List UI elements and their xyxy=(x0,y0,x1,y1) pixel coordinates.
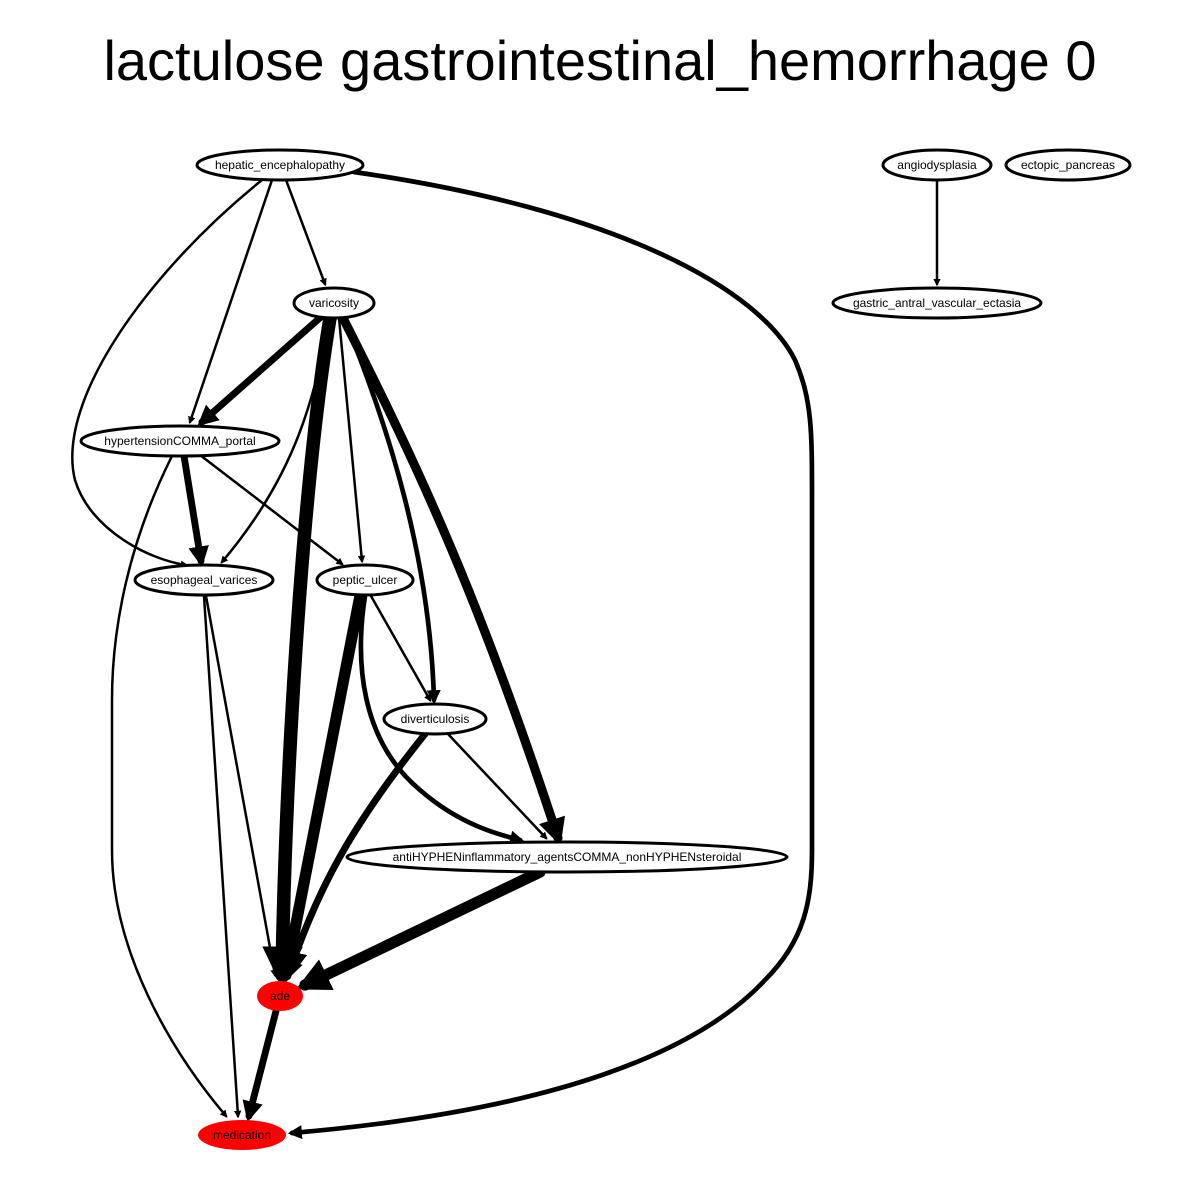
edge-esophageal_varices-to-medication xyxy=(202,594,242,1119)
node-shape-ade xyxy=(257,981,303,1011)
node-nsaids: antiHYPHENinflammatory_agentsCOMMA_nonHY… xyxy=(345,840,789,874)
edge-hepatic_encephalopathy-to-esophageal_varices xyxy=(71,178,264,568)
node-label-hypertension_portal: hypertensionCOMMA_portal xyxy=(104,434,255,448)
node-label-nsaids: antiHYPHENinflammatory_agentsCOMMA_nonHY… xyxy=(393,850,742,864)
node-gastric_antral_vascular_ectasia: gastric_antral_vascular_ectasia xyxy=(831,286,1043,320)
node-shape-peptic_ulcer xyxy=(315,563,415,597)
node-hypertension_portal: hypertensionCOMMA_portal xyxy=(79,424,281,458)
edge-hepatic_encephalopathy-to-varicosity xyxy=(284,178,327,287)
node-esophageal_varices: esophageal_varices xyxy=(133,563,275,597)
edge-varicosity-to-ade xyxy=(262,311,337,988)
edge-peptic_ulcer-to-diverticulosis xyxy=(369,594,432,702)
node-ectopic_pancreas: ectopic_pancreas xyxy=(1004,148,1132,182)
node-label-gastric_antral_vascular_ectasia: gastric_antral_vascular_ectasia xyxy=(853,296,1021,310)
node-label-angiodysplasia: angiodysplasia xyxy=(897,158,977,172)
node-shape-hepatic_encephalopathy xyxy=(195,148,365,182)
node-varicosity: varicosity xyxy=(292,286,376,320)
node-angiodysplasia: angiodysplasia xyxy=(881,148,993,182)
node-peptic_ulcer: peptic_ulcer xyxy=(315,563,415,597)
node-shape-esophageal_varices xyxy=(133,563,275,597)
edge-nsaids-to-ade xyxy=(295,866,546,991)
node-label-ectopic_pancreas: ectopic_pancreas xyxy=(1021,158,1115,172)
node-label-varicosity: varicosity xyxy=(309,296,359,310)
edge-hypertension_portal-to-medication xyxy=(110,454,228,1118)
node-shape-hypertension_portal xyxy=(79,424,281,458)
page-title: lactulose gastrointestinal_hemorrhage 0 xyxy=(103,29,1097,92)
node-label-esophageal_varices: esophageal_varices xyxy=(151,573,258,587)
edge-peptic_ulcer-to-nsaids xyxy=(358,593,525,845)
node-label-ade: ade xyxy=(270,989,290,1003)
node-shape-diverticulosis xyxy=(382,702,488,736)
node-label-diverticulosis: diverticulosis xyxy=(401,712,470,726)
node-shape-gastric_antral_vascular_ectasia xyxy=(831,286,1043,320)
node-label-peptic_ulcer: peptic_ulcer xyxy=(333,573,398,587)
edge-esophageal_varices-to-ade xyxy=(204,594,278,978)
node-shape-medication xyxy=(198,1120,286,1150)
node-diverticulosis: diverticulosis xyxy=(382,702,488,736)
node-label-medication: medication xyxy=(213,1128,271,1142)
edge-hepatic_encephalopathy-to-hypertension_portal xyxy=(188,178,274,425)
node-ade: ade xyxy=(257,981,303,1011)
node-shape-nsaids xyxy=(345,840,789,874)
edge-hypertension_portal-to-peptic_ulcer xyxy=(198,453,344,566)
edges xyxy=(71,169,941,1140)
edge-diverticulosis-to-nsaids xyxy=(446,732,548,840)
node-shape-angiodysplasia xyxy=(881,148,993,182)
edge-varicosity-to-nsaids xyxy=(337,311,566,846)
node-shape-varicosity xyxy=(292,286,376,320)
edge-diverticulosis-to-ade xyxy=(283,730,429,981)
nodes: hepatic_encephalopathy angiodysplasia ecto… xyxy=(79,148,1132,1150)
edge-varicosity-to-peptic_ulcer xyxy=(337,316,366,564)
edge-hepatic_encephalopathy-to-medication xyxy=(287,169,815,1140)
node-label-hepatic_encephalopathy: hepatic_encephalopathy xyxy=(215,158,345,172)
node-hepatic_encephalopathy: hepatic_encephalopathy xyxy=(195,148,365,182)
node-shape-ectopic_pancreas xyxy=(1004,148,1132,182)
edge-varicosity-to-hypertension_portal xyxy=(197,312,326,427)
edge-ade-to-medication xyxy=(242,1007,280,1123)
edge-hypertension_portal-to-esophageal_varices xyxy=(180,452,209,568)
node-medication: medication xyxy=(198,1120,286,1150)
edge-peptic_ulcer-to-ade xyxy=(273,590,366,985)
